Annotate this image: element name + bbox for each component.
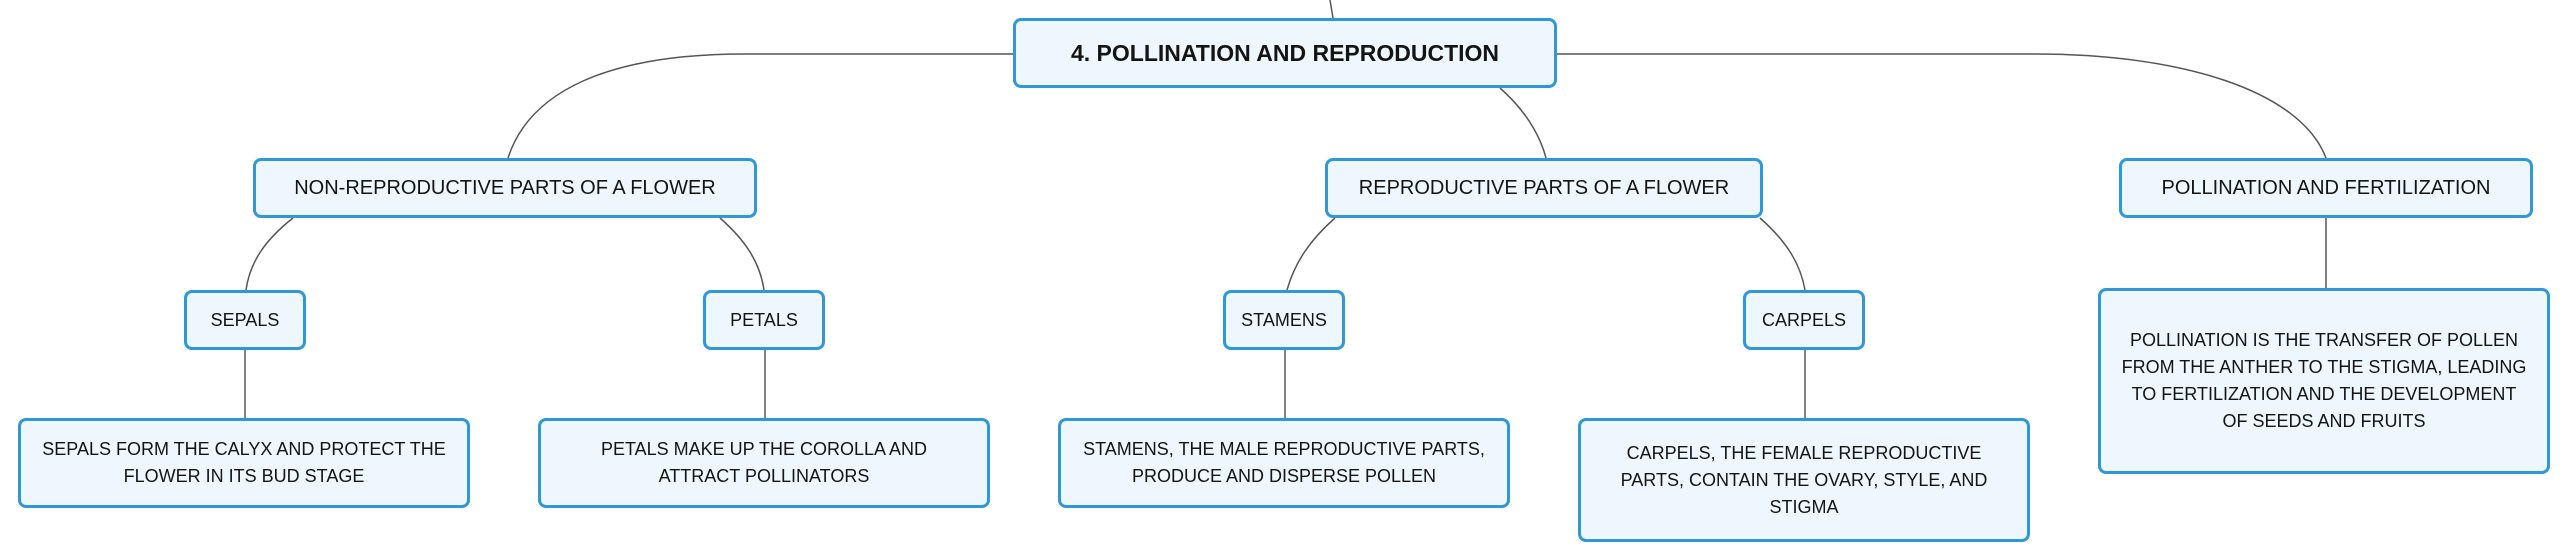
topic-pollination-and-fertilization[interactable]: POLLINATION AND FERTILIZATION xyxy=(2119,158,2533,218)
connector-root-nonrepro xyxy=(507,53,1013,159)
topic-pollination-and-fertilization-label: POLLINATION AND FERTILIZATION xyxy=(2161,176,2491,199)
topic-petals-label: PETALS xyxy=(730,309,798,330)
note-stamens[interactable]: STAMENS, THE MALE REPRODUCTIVE PARTS, PR… xyxy=(1058,418,1510,508)
note-petals-text: PETALS MAKE UP THE COROLLA AND ATTRACT P… xyxy=(600,439,928,486)
note-pollination-text: POLLINATION IS THE TRANSFER OF POLLEN FR… xyxy=(2121,330,2527,431)
topic-reproductive-parts[interactable]: REPRODUCTIVE PARTS OF A FLOWER xyxy=(1325,158,1763,218)
topic-carpels-label: CARPELS xyxy=(1761,309,1847,330)
note-carpels-text: CARPELS, THE FEMALE REPRODUCTIVE PARTS, … xyxy=(1620,442,1988,517)
topic-sepals[interactable]: SEPALS xyxy=(184,290,306,350)
connector-nonrepro-petals xyxy=(719,217,765,291)
note-stamens-text: STAMENS, THE MALE REPRODUCTIVE PARTS, PR… xyxy=(1083,439,1485,486)
note-petals[interactable]: PETALS MAKE UP THE COROLLA AND ATTRACT P… xyxy=(538,418,990,508)
connector-nonrepro-sepals xyxy=(245,217,294,291)
note-sepals[interactable]: SEPALS FORM THE CALYX AND PROTECT THE FL… xyxy=(18,418,470,508)
topic-non-reproductive-parts[interactable]: NON-REPRODUCTIVE PARTS OF A FLOWER xyxy=(253,158,757,218)
root-topic-label: 4. POLLINATION AND REPRODUCTION xyxy=(1070,39,1500,66)
connector-root-pollination xyxy=(1556,53,2327,159)
topic-sepals-label: SEPALS xyxy=(210,309,280,330)
note-carpels[interactable]: CARPELS, THE FEMALE REPRODUCTIVE PARTS, … xyxy=(1578,418,2030,542)
topic-non-reproductive-parts-label: NON-REPRODUCTIVE PARTS OF A FLOWER xyxy=(294,176,716,199)
root-topic[interactable]: 4. POLLINATION AND REPRODUCTION xyxy=(1013,18,1557,88)
connector-repro-carpels xyxy=(1759,217,1806,291)
topic-reproductive-parts-label: REPRODUCTIVE PARTS OF A FLOWER xyxy=(1358,176,1730,199)
note-sepals-text: SEPALS FORM THE CALYX AND PROTECT THE FL… xyxy=(42,439,446,486)
topic-carpels[interactable]: CARPELS xyxy=(1743,290,1865,350)
topic-stamens[interactable]: STAMENS xyxy=(1223,290,1345,350)
note-pollination[interactable]: POLLINATION IS THE TRANSFER OF POLLEN FR… xyxy=(2098,288,2550,474)
connector-root-repro xyxy=(1499,87,1547,159)
connector-parent-root xyxy=(1329,0,1334,19)
topic-stamens-label: STAMENS xyxy=(1241,309,1327,330)
connector-repro-stamens xyxy=(1286,217,1336,291)
topic-petals[interactable]: PETALS xyxy=(703,290,825,350)
